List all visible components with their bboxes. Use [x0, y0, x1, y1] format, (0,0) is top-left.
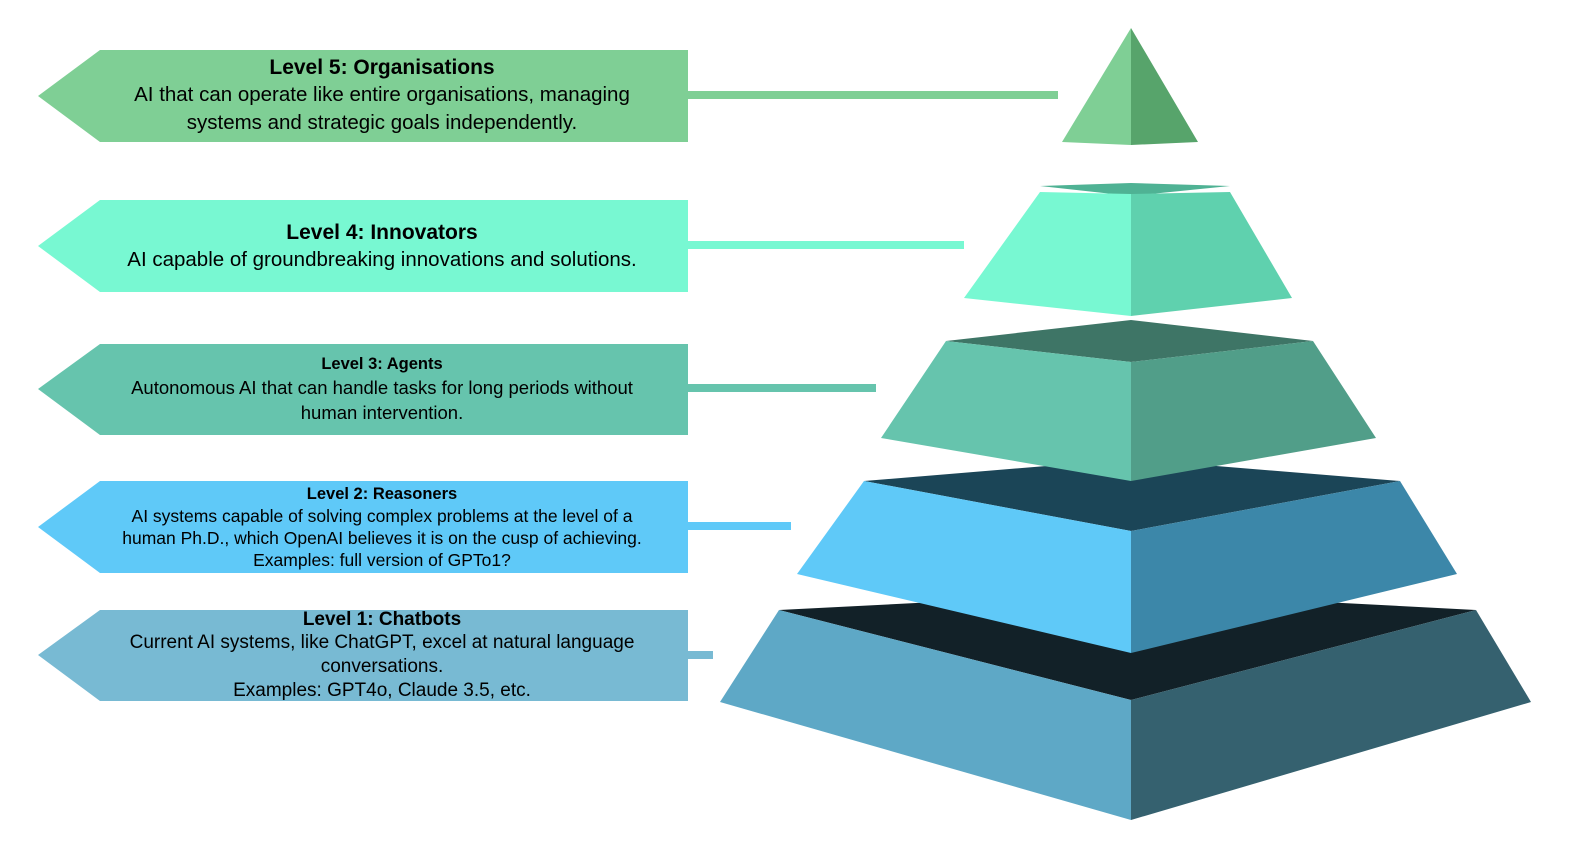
pyramid-level-5-left-face — [1062, 28, 1131, 145]
pyramid-level-4-left-face — [964, 192, 1131, 316]
level-5-description-line: systems and strategic goals independentl… — [186, 111, 578, 134]
level-3-banner: Level 3: Agents Autonomous AI that can h… — [38, 344, 688, 435]
level-2-description-line: human Ph.D., which OpenAI believes it is… — [122, 527, 642, 548]
pyramid-level-1-right-face — [1131, 610, 1531, 820]
pyramid-level-3-top-face — [946, 320, 1313, 362]
level-1-connector-line — [688, 651, 713, 659]
level-5-connector-line — [688, 91, 1058, 99]
banner-arrow-shape — [38, 200, 688, 292]
level-3-connector-line — [688, 384, 876, 392]
level-3-title: Level 3: Agents — [321, 355, 443, 373]
level-4-connector-line — [688, 241, 964, 249]
level-1-description-line: Examples: GPT4o, Claude 3.5, etc. — [233, 679, 531, 701]
level-5-title: Level 5: Organisations — [269, 56, 495, 79]
level-2-title: Level 2: Reasoners — [306, 484, 458, 503]
level-4-description-line: AI capable of groundbreaking innovations… — [127, 248, 637, 271]
pyramid-level-2-left-face — [797, 481, 1131, 653]
banner-arrow-shape — [38, 610, 688, 701]
banner-fill — [38, 610, 688, 701]
level-1-title: Level 1: Chatbots — [302, 608, 462, 630]
level-3-description-line: human intervention. — [300, 402, 464, 423]
pyramid-level-2-right-face — [1131, 481, 1457, 653]
level-5-banner: Level 5: Organisations AI that can opera… — [38, 50, 688, 142]
pyramid-level-4-right-face — [1131, 192, 1292, 316]
pyramid-level-3-left-face — [881, 341, 1131, 481]
pyramid-level-1-left-face — [720, 610, 1131, 820]
level-2-description-line: AI systems capable of solving complex pr… — [131, 505, 633, 526]
banner-fill — [38, 50, 688, 142]
level-3-description-line: Autonomous AI that can handle tasks for … — [131, 377, 633, 398]
banner-arrow-shape — [38, 481, 688, 573]
level-2-connector-line — [688, 522, 791, 530]
pyramid-level-2-top-face — [864, 459, 1400, 531]
level-1-banner: Level 1: Chatbots Current AI systems, li… — [38, 608, 688, 701]
banner-arrow-shape — [38, 344, 688, 435]
level-4-banner: Level 4: Innovators AI capable of ground… — [38, 200, 688, 292]
banner-fill — [38, 481, 688, 573]
level-1-description-line: conversations. — [320, 655, 444, 677]
level-2-description-line: Examples: full version of GPTo1? — [253, 549, 511, 570]
pyramid-level-4-top-face — [1040, 183, 1230, 196]
pyramid-level-5-right-face — [1131, 28, 1198, 145]
level-5-description-line: AI that can operate like entire organisa… — [134, 83, 630, 106]
level-4-title: Level 4: Innovators — [286, 221, 478, 244]
level-2-banner: Level 2: Reasoners AI systems capable of… — [38, 481, 688, 573]
banner-fill — [38, 344, 688, 435]
level-1-description-line: Current AI systems, like ChatGPT, excel … — [129, 631, 635, 653]
banner-fill — [38, 200, 688, 292]
banner-arrow-shape — [38, 50, 688, 142]
pyramid-level-3-right-face — [1131, 341, 1376, 481]
